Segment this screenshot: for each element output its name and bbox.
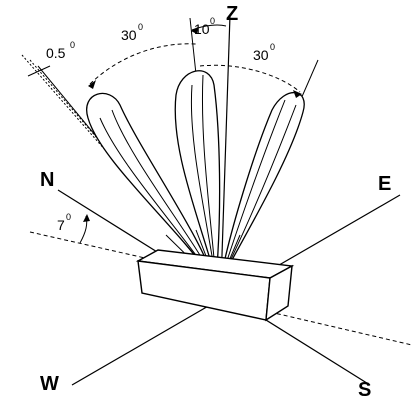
label-7-deg-sup: 0 bbox=[66, 212, 71, 222]
label-30-left-sup: 0 bbox=[138, 22, 143, 32]
arc-30-right bbox=[199, 64, 301, 93]
arrow-head-30-right bbox=[293, 90, 302, 98]
label-n: N bbox=[40, 169, 54, 191]
label-e: E bbox=[378, 173, 391, 195]
beam-lobe-center-inner bbox=[190, 84, 217, 281]
arc-30-left bbox=[89, 43, 197, 85]
beam-lobe-center-inner-2 bbox=[201, 74, 217, 281]
label-half-deg: 0.5 bbox=[46, 45, 66, 61]
arrow-head-10 bbox=[191, 27, 198, 34]
antenna-box-side bbox=[265, 264, 293, 322]
label-10-deg: 10 bbox=[194, 21, 210, 37]
label-z: Z bbox=[226, 3, 238, 25]
half-degree-tick bbox=[27, 65, 51, 77]
label-30-right: 30 bbox=[253, 47, 269, 63]
label-10-deg-sup: 0 bbox=[210, 16, 215, 26]
dashed-ref-line-se bbox=[269, 311, 413, 346]
z-axis bbox=[220, 14, 231, 286]
label-30-right-sup: 0 bbox=[270, 42, 275, 52]
label-half-deg-sup: 0 bbox=[70, 40, 75, 50]
beam-lobe-center bbox=[174, 70, 221, 281]
beam-lobe-left bbox=[86, 92, 215, 281]
arrow-head-7 bbox=[83, 214, 90, 222]
label-7-deg: 7 bbox=[57, 217, 65, 233]
label-s: S bbox=[358, 379, 371, 401]
label-w: W bbox=[40, 373, 59, 395]
arrow-head-30-left bbox=[88, 80, 96, 89]
label-30-left: 30 bbox=[121, 27, 137, 43]
dashed-ref-line-7deg bbox=[29, 231, 146, 259]
